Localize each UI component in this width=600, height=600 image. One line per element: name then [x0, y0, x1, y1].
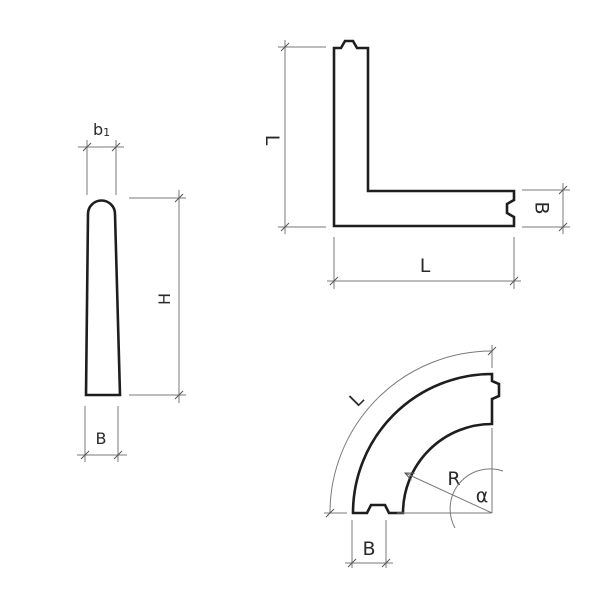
corner-outline: [332, 39, 516, 228]
dimension-b-profile: B: [77, 406, 127, 462]
arc-element: L R α B: [324, 345, 504, 568]
label-l-horizontal: L: [420, 255, 431, 277]
dimension-b1: b1: [78, 120, 124, 195]
label-alpha: α: [476, 485, 489, 507]
label-l-arc: L: [345, 388, 368, 411]
arc-outline: [351, 372, 501, 515]
label-h: H: [155, 293, 174, 305]
profile-outline: [84, 199, 122, 397]
label-l-vertical: L: [261, 135, 283, 146]
dimension-angle: α: [449, 468, 504, 529]
label-r: R: [447, 468, 460, 490]
dimension-b-arc: B: [345, 520, 393, 568]
label-b1: b1: [93, 120, 110, 139]
dimension-b-corner: B: [522, 183, 570, 234]
profile-section: b1 H B: [77, 120, 186, 462]
corner-element: L L B: [261, 39, 570, 289]
dimension-h: H: [129, 190, 186, 403]
label-b-profile: B: [96, 429, 107, 448]
dimension-l-arc: L: [324, 345, 497, 518]
dimension-l-horizontal: L: [327, 237, 521, 289]
label-b-arc: B: [362, 538, 375, 560]
label-b-corner: B: [531, 201, 553, 214]
dimension-radius: R: [405, 468, 493, 514]
dimension-l-vertical: L: [261, 40, 326, 234]
